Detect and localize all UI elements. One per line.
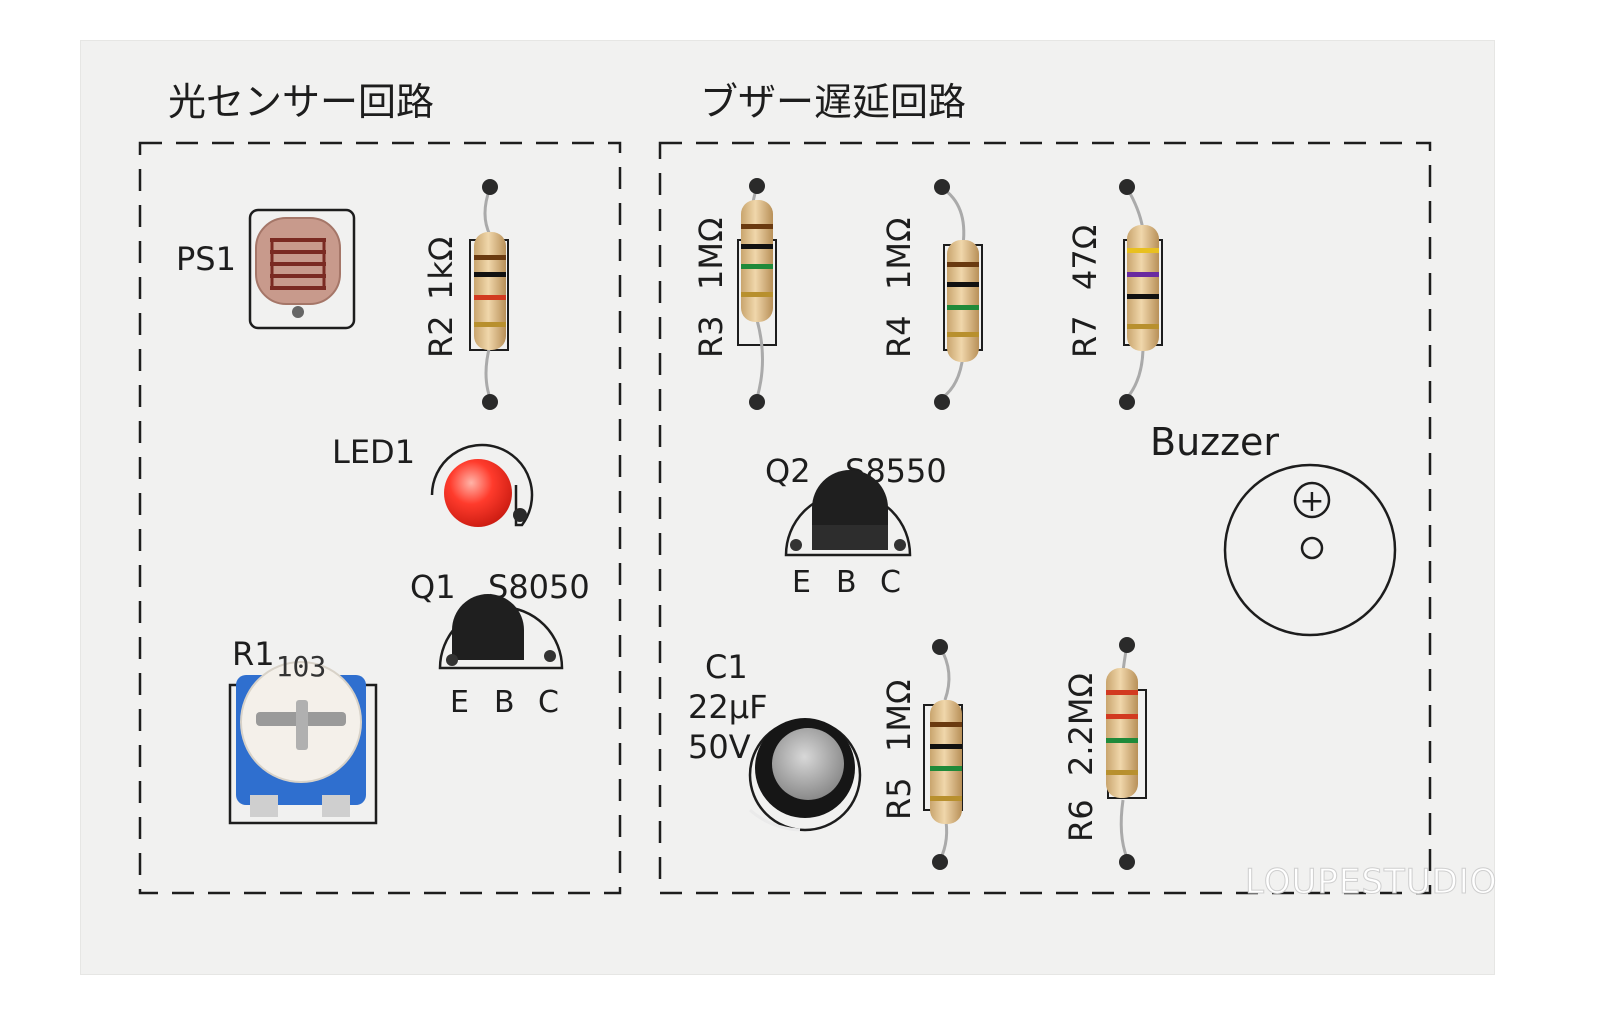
q2-pin-e: E	[792, 565, 811, 600]
r3-value: 1MΩ	[692, 218, 730, 290]
buzzer-delay-section-frame	[658, 141, 1432, 895]
r4-value: 1MΩ	[880, 218, 918, 290]
r5-label: R5	[880, 777, 918, 820]
resistor-r2	[469, 179, 509, 410]
resistor-r7	[1119, 179, 1163, 410]
q2-label: Q2	[765, 452, 811, 490]
circuit-board	[80, 40, 1495, 975]
resistor-r6	[1106, 637, 1147, 870]
r7-label: R7	[1066, 315, 1104, 358]
q2-pin-b: B	[836, 565, 857, 600]
led1-label: LED1	[332, 433, 415, 471]
r2-value: 1kΩ	[422, 237, 460, 300]
light-sensor-title: 光センサー回路	[168, 80, 434, 124]
buzzer-delay-title: ブザー遅延回路	[700, 80, 966, 124]
r7-value: 47Ω	[1066, 225, 1104, 290]
c1-label: C1	[705, 648, 748, 686]
watermark-text: LOUPESTUDIO	[1245, 862, 1498, 902]
r1-label: R1	[232, 635, 275, 673]
r6-label: R6	[1062, 799, 1100, 842]
r6-value: 2.2MΩ	[1062, 673, 1100, 776]
q1-pin-c: C	[538, 685, 559, 720]
buzzer-footprint: +	[1223, 463, 1397, 637]
q1-pin-b: B	[494, 685, 515, 720]
q1-pin-e: E	[450, 685, 469, 720]
r3-label: R3	[692, 315, 730, 358]
transistor-q2	[784, 470, 912, 557]
resistor-r5	[923, 639, 963, 870]
photoresistor-ps1	[248, 208, 356, 330]
c1-voltage: 50V	[688, 728, 751, 766]
r4-label: R4	[880, 315, 918, 358]
transistor-q1	[438, 594, 564, 670]
r2-label: R2	[422, 315, 460, 358]
trimmer-r1: 103	[228, 650, 378, 825]
buzzer-plus-mark: +	[1299, 484, 1324, 519]
buzzer-label: Buzzer	[1150, 420, 1279, 464]
ps1-label: PS1	[176, 240, 236, 278]
q1-label: Q1	[410, 568, 456, 606]
q2-pin-c: C	[880, 565, 901, 600]
capacitor-c1	[748, 718, 862, 832]
resistor-r3	[737, 178, 777, 410]
resistor-r4	[934, 179, 983, 410]
led1	[430, 443, 534, 527]
c1-capacitance: 22μF	[688, 688, 767, 726]
r1-marking: 103	[276, 650, 327, 683]
r5-value: 1MΩ	[880, 680, 918, 752]
